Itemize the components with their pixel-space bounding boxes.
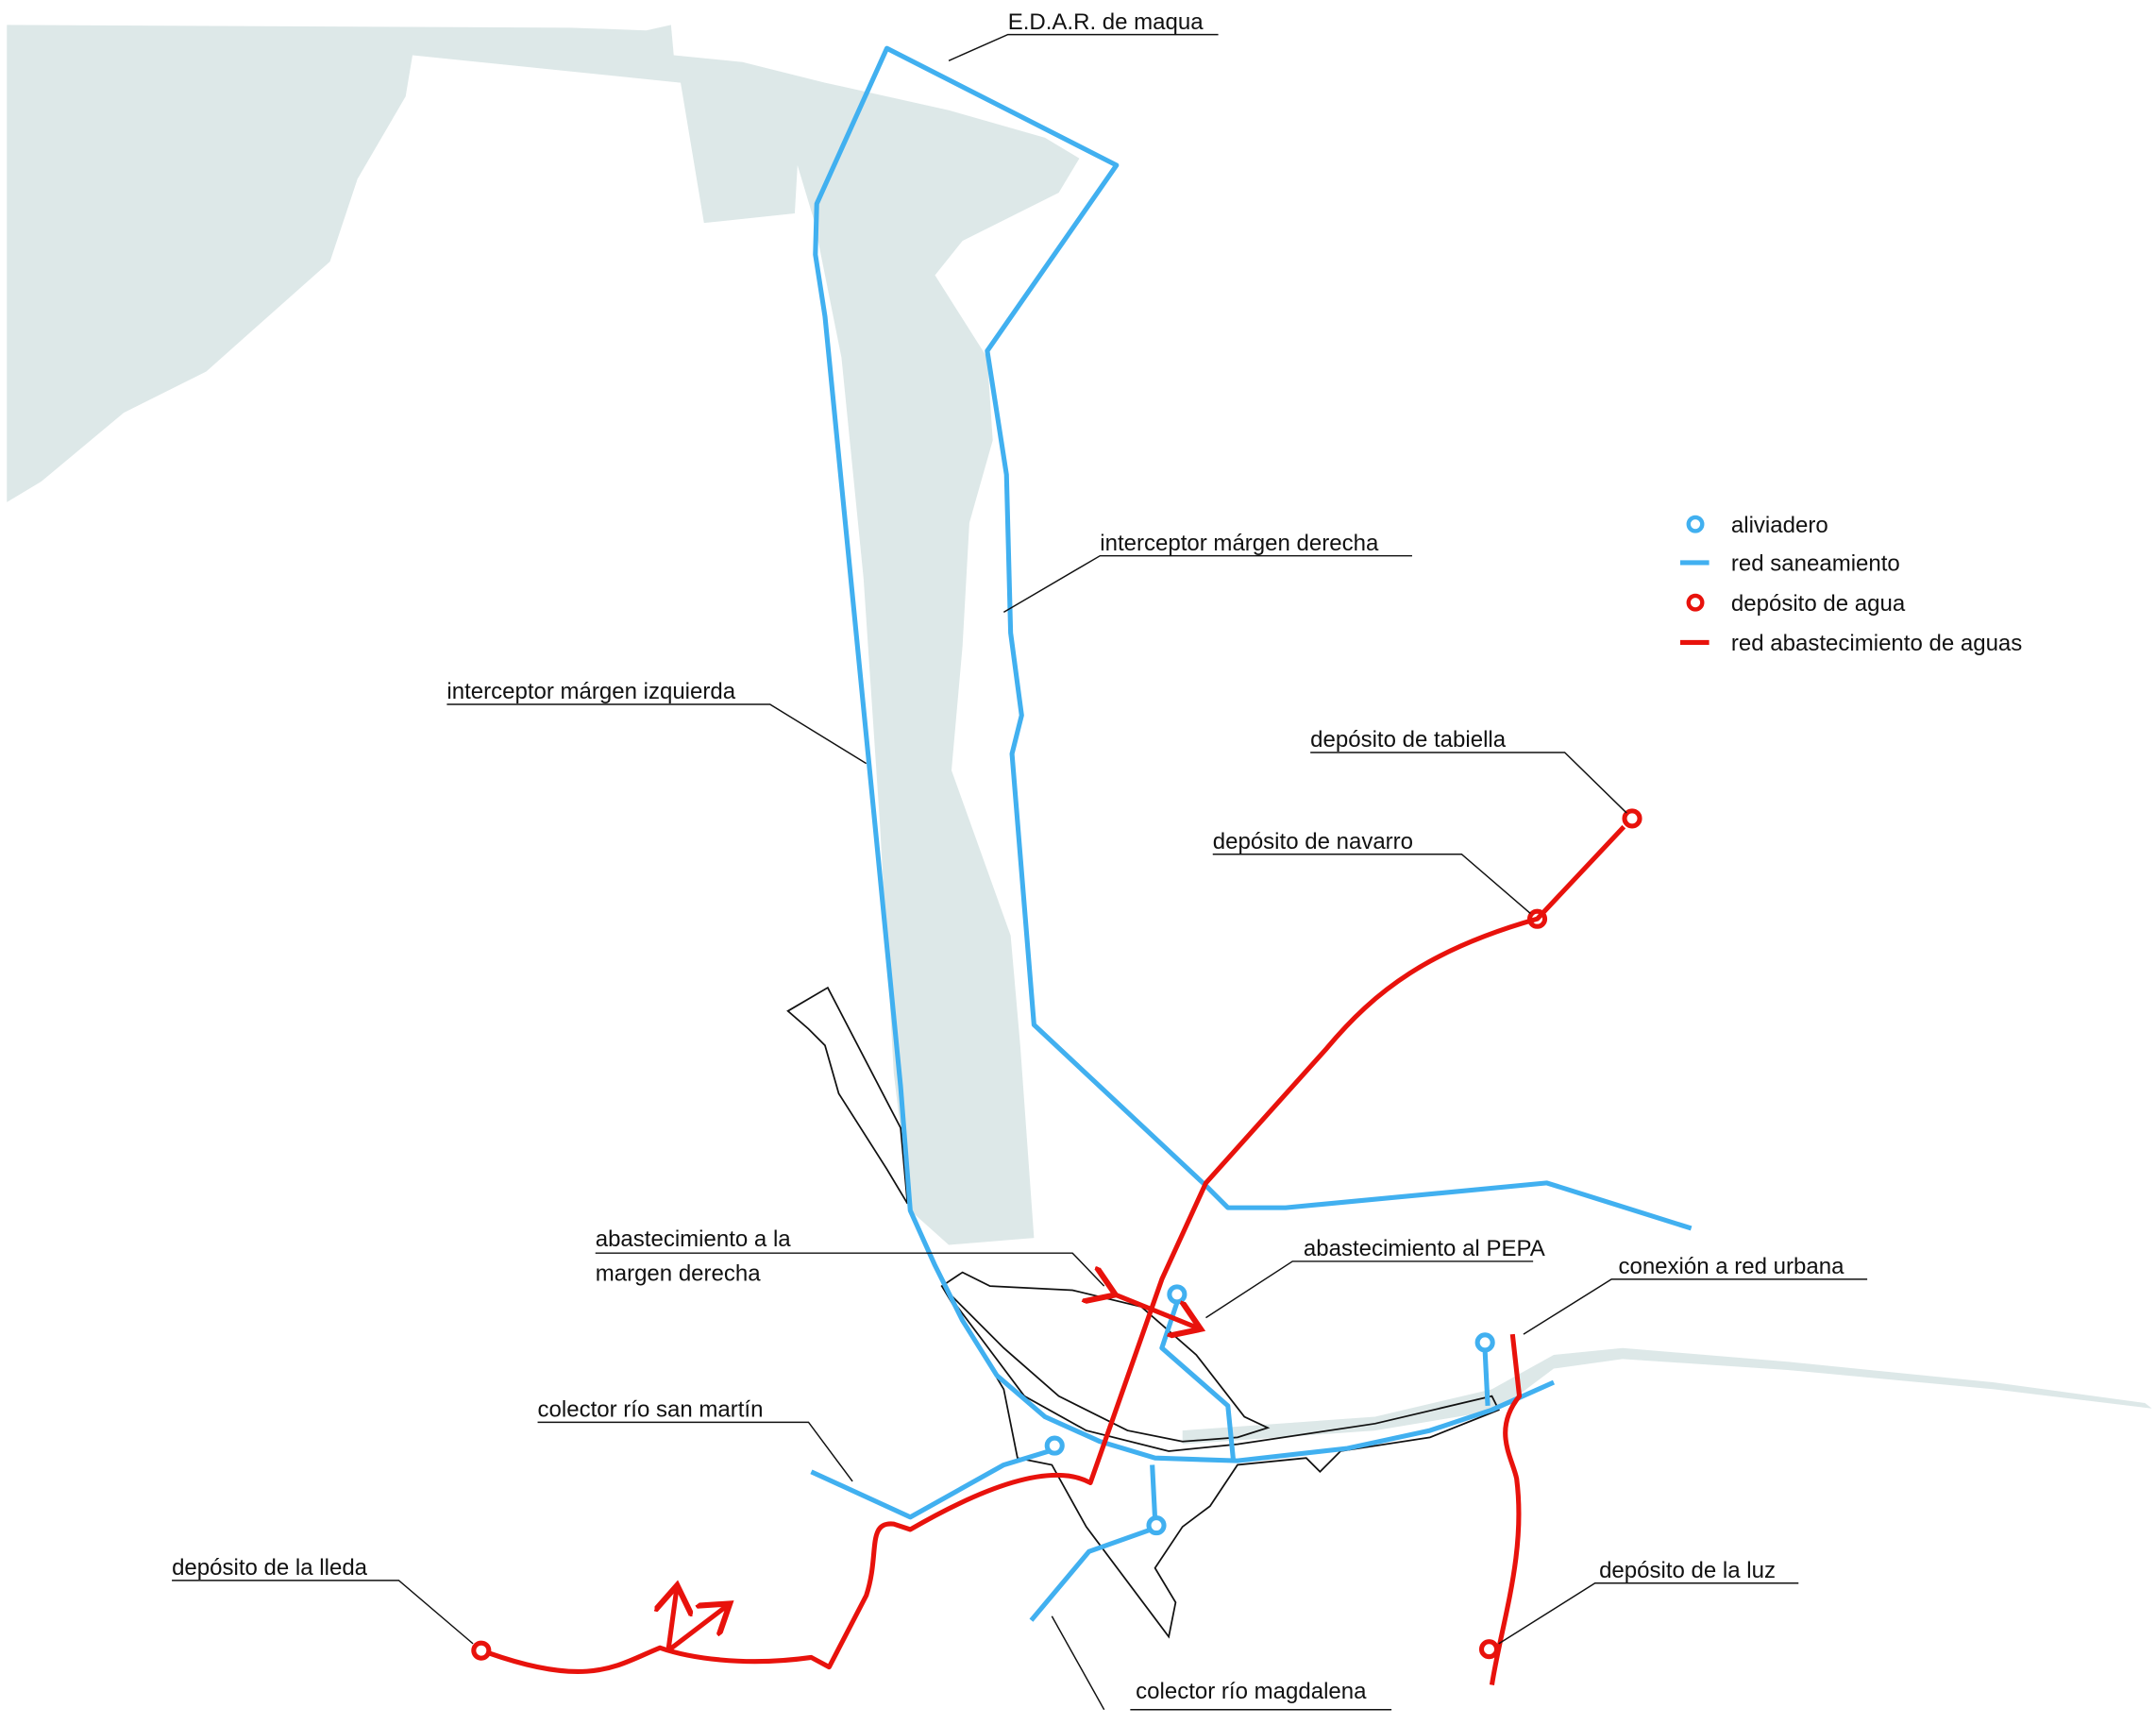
deposito-marker-luz[interactable]: [1478, 1639, 1500, 1660]
label-text: interceptor márgen derecha: [1100, 531, 1379, 556]
deposito-marker-lleda[interactable]: [471, 1640, 492, 1661]
deposito-marker-navarro[interactable]: [1526, 908, 1548, 929]
area-outline-pepa: [940, 1271, 1271, 1443]
label-interceptor-izquierda: interceptor márgen izquierda: [446, 679, 867, 765]
label-edar: E.D.A.R. de maqua: [948, 9, 1219, 61]
estuary-water: [7, 25, 1080, 1245]
label-deposito-luz: depósito de la luz: [1498, 1558, 1799, 1645]
interceptor-margen-derecha[interactable]: [813, 45, 1693, 1463]
label-text: depósito de tabiella: [1310, 727, 1507, 753]
supply-arrow: [666, 1607, 726, 1653]
label-text: depósito de la lleda: [172, 1555, 368, 1581]
label-text: colector río magdalena: [1136, 1679, 1367, 1704]
aliviadero-marker[interactable]: [1167, 1284, 1187, 1305]
label-text: depósito de la luz: [1599, 1558, 1776, 1583]
legend: aliviadero red saneamiento depósito de a…: [1680, 513, 2022, 656]
river-water: [1182, 1347, 2152, 1445]
label-colector-san-martin: colector río san martín: [537, 1397, 853, 1482]
aliviadero-legend-icon: [1686, 515, 1705, 533]
label-interceptor-derecha: interceptor márgen derecha: [1002, 531, 1412, 614]
supply-arrow: [668, 1590, 677, 1651]
label-text: depósito de navarro: [1213, 829, 1413, 854]
label-conexion-red-urbana: conexión a red urbana: [1523, 1254, 1868, 1335]
deposito-marker-tabiella[interactable]: [1622, 808, 1642, 829]
label-deposito-lleda: depósito de la lleda: [172, 1555, 474, 1645]
label-abastecimiento-margen: abastecimiento a la margen derecha: [596, 1226, 1105, 1287]
colector-rio-magdalena[interactable]: [1029, 1464, 1158, 1622]
legend-label: red abastecimiento de aguas: [1731, 631, 2022, 656]
label-text: colector río san martín: [538, 1397, 764, 1423]
water-supply-main[interactable]: [488, 824, 1626, 1674]
label-deposito-tabiella: depósito de tabiella: [1310, 727, 1627, 814]
colector-rio-san-martin[interactable]: [810, 1448, 1051, 1520]
legend-label: depósito de agua: [1731, 591, 1906, 617]
label-text: E.D.A.R. de maqua: [1008, 9, 1204, 35]
water-supply-luz[interactable]: [1489, 1333, 1523, 1685]
deposito-legend-icon: [1686, 593, 1705, 612]
legend-label: aliviadero: [1731, 513, 1828, 538]
supply-double-arrow: [1111, 1293, 1196, 1327]
leader-line: [1051, 1615, 1105, 1711]
sewer-branch-east[interactable]: [1482, 1350, 1491, 1406]
label-abastecimiento-pepa: abastecimiento al PEPA: [1205, 1236, 1545, 1319]
label-text: abastecimiento al PEPA: [1304, 1236, 1545, 1261]
label-deposito-navarro: depósito de navarro: [1212, 829, 1531, 914]
label-colector-magdalena: colector río magdalena: [1051, 1615, 1392, 1711]
area-outline-north: [786, 986, 909, 1205]
label-text: conexión a red urbana: [1618, 1254, 1844, 1279]
label-text: abastecimiento a la: [596, 1226, 792, 1252]
label-text: interceptor márgen izquierda: [446, 679, 735, 704]
legend-label: red saneamiento: [1731, 551, 1900, 577]
area-outline-south: [941, 1285, 1500, 1639]
label-text: margen derecha: [596, 1260, 762, 1286]
aliviadero-marker[interactable]: [1474, 1332, 1495, 1353]
aliviadero-marker[interactable]: [1044, 1435, 1065, 1456]
aliviadero-marker[interactable]: [1146, 1515, 1167, 1536]
